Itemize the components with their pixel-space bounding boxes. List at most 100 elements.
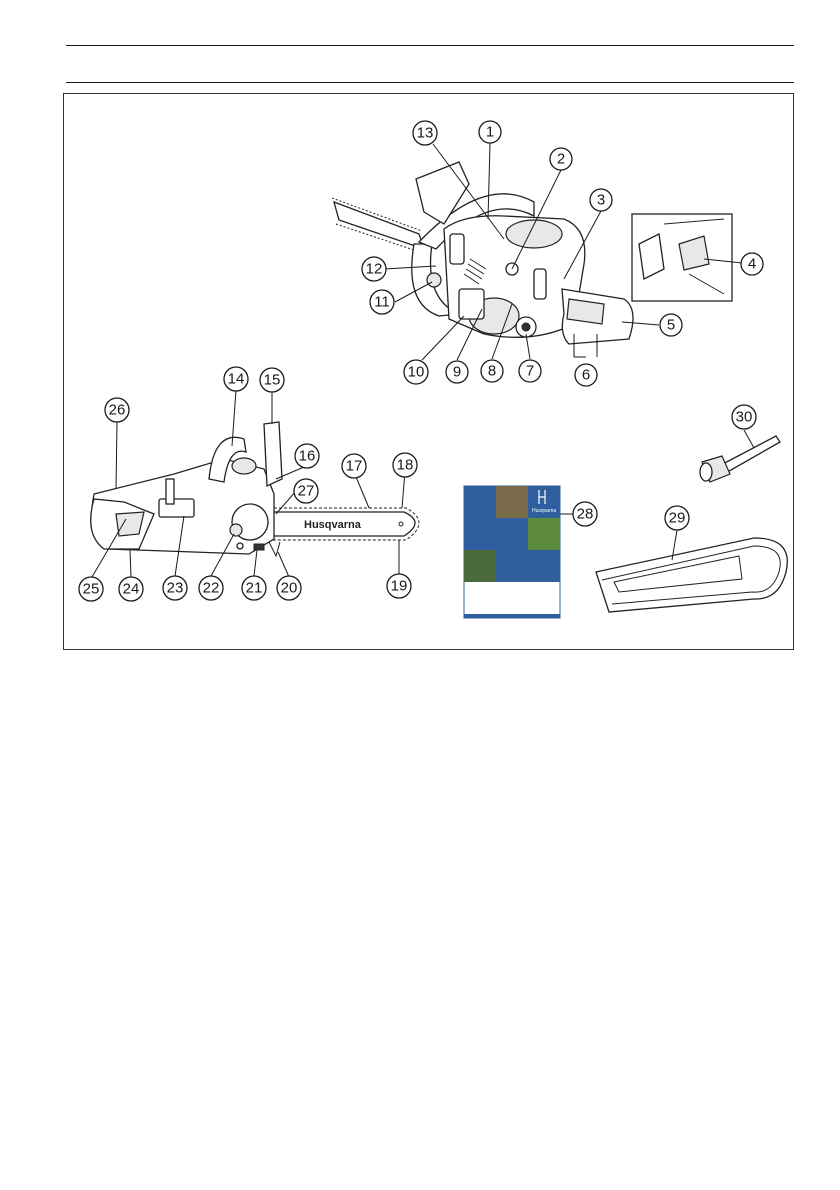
operators-manual: Husqvarna: [463, 485, 561, 619]
svg-text:15: 15: [264, 372, 281, 389]
svg-text:25: 25: [83, 581, 100, 598]
chain-brake-side: [263, 421, 283, 487]
svg-text:7: 7: [526, 363, 534, 380]
callout-24: 24: [118, 576, 144, 602]
callout-22: 22: [198, 575, 224, 601]
svg-text:8: 8: [488, 363, 496, 380]
svg-text:9: 9: [453, 364, 461, 381]
svg-text:29: 29: [669, 510, 686, 527]
callout-23: 23: [162, 575, 188, 601]
callout-17: 17: [341, 453, 367, 479]
svg-text:6: 6: [582, 367, 590, 384]
stop-switch: [533, 268, 547, 300]
chain-tension-screw: [229, 523, 243, 537]
callout-2: 2: [549, 147, 573, 171]
svg-text:13: 13: [417, 125, 434, 142]
oil-pump-screw: [236, 542, 244, 550]
inset-throttle-lock: [678, 235, 710, 271]
saw-chain-side: [264, 507, 420, 541]
header-rule-top: [66, 45, 794, 46]
chain-catcher: [253, 543, 265, 551]
callout-6: 6: [574, 363, 598, 387]
svg-text:2: 2: [557, 151, 565, 168]
combination-spanner: [699, 435, 781, 483]
throttle-trigger-side: [115, 511, 145, 537]
svg-text:3: 3: [597, 192, 605, 209]
callout-30: 30: [731, 404, 757, 430]
svg-text:28: 28: [577, 506, 594, 523]
front-handle-side: [208, 436, 247, 483]
inset-detail: [631, 213, 733, 302]
callout-16: 16: [294, 443, 320, 469]
parts-diagram: Husqvarna Husqvarna: [78, 120, 788, 619]
callout-21: 21: [241, 575, 267, 601]
guide-bar-side: [263, 511, 416, 537]
parts-diagram-frame: Husqvarna Husqvarna: [63, 93, 794, 650]
callout-5: 5: [659, 313, 683, 337]
svg-text:19: 19: [391, 578, 408, 595]
svg-text:18: 18: [397, 457, 414, 474]
callout-11: 11: [369, 289, 395, 315]
svg-text:11: 11: [374, 294, 390, 311]
callout-20: 20: [276, 575, 302, 601]
callout-4: 4: [740, 252, 764, 276]
spark-plug-cap: [231, 457, 257, 475]
svg-text:23: 23: [167, 580, 184, 597]
svg-text:17: 17: [346, 458, 363, 475]
hand-guard: [415, 161, 470, 225]
throttle-trigger-top: [566, 298, 605, 325]
svg-text:14: 14: [228, 371, 245, 388]
guide-bar-top: [333, 200, 426, 251]
callout-12: 12: [361, 256, 387, 282]
svg-text:1: 1: [486, 124, 494, 141]
chain-tension-knob: [426, 272, 442, 288]
warning-label: [158, 498, 195, 518]
callout-28: 28: [572, 501, 598, 527]
bar-guard: [595, 537, 788, 613]
svg-text:22: 22: [203, 580, 220, 597]
manual-brand-label: Husqvarna: [532, 508, 556, 514]
spanner-shaft: [718, 435, 781, 475]
callout-7: 7: [518, 359, 542, 383]
svg-text:24: 24: [123, 581, 140, 598]
callout-29: 29: [664, 505, 690, 531]
air-filter-cover: [458, 288, 485, 320]
callout-27: 27: [293, 478, 319, 504]
callout-19: 19: [386, 573, 412, 599]
callout-14: 14: [223, 366, 249, 392]
callout-9: 9: [445, 360, 469, 384]
svg-text:26: 26: [109, 402, 126, 419]
cooling-fins: [463, 258, 487, 285]
callout-13: 13: [412, 120, 438, 146]
callout-8: 8: [480, 359, 504, 383]
chainsaw-side-view: Husqvarna: [90, 421, 420, 558]
leader-lines: [91, 142, 755, 578]
inset-lines: [663, 218, 725, 295]
side-grip: [449, 233, 465, 265]
svg-text:5: 5: [667, 317, 675, 334]
callout-26: 26: [104, 397, 130, 423]
callout-1: 1: [478, 120, 502, 144]
bucking-spike: [268, 541, 281, 558]
callout-3: 3: [589, 188, 613, 212]
header-rule-bottom: [66, 82, 794, 83]
svg-text:20: 20: [281, 580, 298, 597]
bar-guard-inner: [601, 545, 781, 605]
callout-15: 15: [259, 367, 285, 393]
svg-text:21: 21: [246, 580, 263, 597]
inset-part: [638, 233, 665, 280]
callout-18: 18: [392, 452, 418, 478]
starter-grip: [165, 478, 175, 505]
svg-text:10: 10: [408, 364, 425, 381]
svg-text:16: 16: [299, 448, 316, 465]
callout-25: 25: [78, 576, 104, 602]
svg-text:27: 27: [298, 483, 315, 500]
cylinder-cover: [505, 219, 563, 249]
svg-text:30: 30: [736, 409, 753, 426]
manual-logo-icon: [538, 490, 546, 504]
callout-10: 10: [403, 359, 429, 385]
chainsaw-rear-view: [331, 161, 634, 345]
svg-text:12: 12: [366, 261, 383, 278]
bar-brand-label: Husqvarna: [304, 519, 362, 531]
bar-guard-slot: [613, 555, 743, 593]
